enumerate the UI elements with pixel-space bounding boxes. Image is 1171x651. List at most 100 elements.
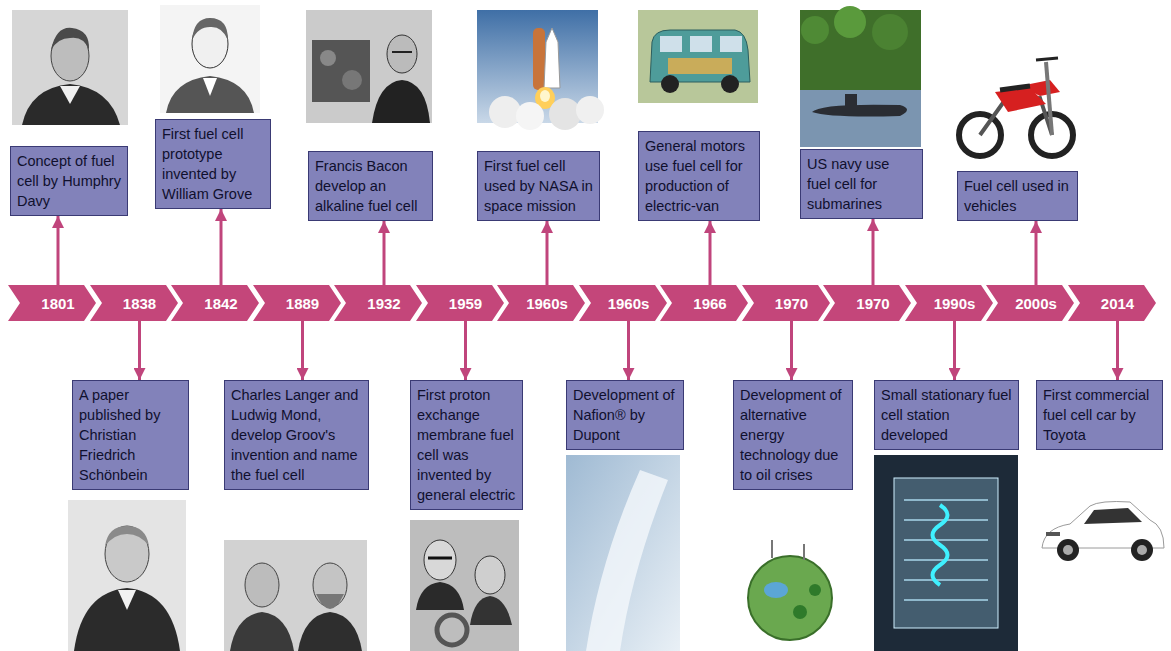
year-chevron: 1801 [8, 285, 96, 321]
year-label: 1966 [693, 295, 726, 312]
year-chevron: 2014 [1068, 285, 1156, 321]
year-label: 2014 [1101, 295, 1134, 312]
year-chevron: 1842 [171, 285, 259, 321]
submarine-photo [801, 16, 829, 44]
year-label: 1889 [286, 295, 319, 312]
chevron-shape [823, 285, 911, 321]
submarine-photo [834, 6, 866, 38]
year-label: 1970 [856, 295, 889, 312]
timeline-arrow [790, 321, 793, 380]
shuttle-launch-photo [533, 28, 545, 90]
bacon-photo [372, 80, 430, 123]
electric-van-picture [660, 36, 682, 52]
green-globe-picture [772, 540, 804, 560]
bacon-photo [342, 70, 362, 90]
shuttle-launch-photo [540, 90, 550, 102]
toyota-car-photo [1042, 502, 1164, 562]
event-box: Development of Nafion® by Dupont [566, 380, 684, 450]
fuel-cell-stack-photo [904, 500, 988, 600]
fuel-cell-stack-photo [874, 455, 1018, 651]
davy-portrait [51, 28, 89, 50]
davy-portrait [12, 10, 128, 125]
motorbike-photo [955, 10, 1078, 165]
submarine-photo [845, 94, 857, 106]
davy-portrait [12, 10, 128, 125]
general-electric-photo [475, 556, 505, 594]
timeline-arrow [464, 321, 467, 380]
langer-mond-portrait [224, 540, 367, 651]
timeline-arrow [220, 209, 223, 285]
event-box: First fuel cell prototype invented by Wi… [155, 119, 271, 209]
event-text: Development of alternative energy techno… [740, 385, 846, 485]
chevron-shape [660, 285, 748, 321]
chevron-shape [905, 285, 993, 321]
event-box: Francis Bacon develop an alkaline fuel c… [308, 151, 433, 221]
chevron-shape [497, 285, 585, 321]
year-chevron: 1932 [334, 285, 422, 321]
electric-van-picture [721, 75, 739, 93]
year-label: 1932 [367, 295, 400, 312]
chevron-shape [253, 285, 341, 321]
event-text: Concept of fuel cell by Humphry Davy [17, 151, 121, 211]
year-label: 1990s [934, 295, 976, 312]
event-text: Charles Langer and Ludwig Mond, develop … [231, 385, 362, 485]
fuel-cell-stack-photo [894, 478, 998, 628]
schonbein-portrait [118, 590, 136, 610]
shuttle-launch-photo [544, 28, 560, 88]
event-text: First commercial fuel cell car by Toyota [1043, 385, 1156, 445]
toyota-car-photo [1131, 539, 1153, 561]
grove-engraving [160, 5, 260, 113]
year-chevron: 1889 [253, 285, 341, 321]
motorbike-photo [1000, 86, 1030, 90]
bacon-photo [387, 35, 417, 73]
event-text: Francis Bacon develop an alkaline fuel c… [315, 156, 426, 216]
event-box: General motors use fuel cell for product… [638, 131, 760, 221]
event-text: Fuel cell used in vehicles [964, 176, 1071, 216]
event-text: First fuel cell prototype invented by Wi… [162, 124, 264, 204]
timeline-arrow [546, 221, 549, 285]
event-box: US navy use fuel cell for submarines [800, 149, 923, 219]
submarine-photo [800, 90, 921, 147]
bacon-photo [320, 50, 336, 66]
toyota-car-photo [1084, 508, 1142, 524]
general-electric-photo [470, 596, 512, 625]
langer-mond-portrait [224, 540, 367, 651]
general-electric-photo [424, 540, 456, 580]
event-box: Fuel cell used in vehicles [957, 171, 1078, 221]
nafion-film-photo [566, 455, 680, 651]
submarine-photo [812, 105, 907, 117]
green-globe-picture [809, 584, 821, 596]
green-globe-picture [764, 582, 788, 598]
bacon-photo [306, 10, 432, 123]
general-electric-photo [410, 520, 519, 651]
event-box: First commercial fuel cell car by Toyota [1036, 380, 1163, 450]
shuttle-launch-photo [516, 102, 544, 130]
year-chevron: 1970 [823, 285, 911, 321]
langer-mond-portrait [298, 612, 362, 651]
nafion-film-photo [566, 455, 680, 651]
fuel-cell-stack-photo [874, 455, 1018, 651]
timeline-arrow [1035, 221, 1038, 285]
year-chevron: 1990s [905, 285, 993, 321]
event-text: First fuel cell used by NASA in space mi… [484, 156, 593, 216]
event-box: A paper published by Christian Friedrich… [72, 380, 189, 490]
electric-van-picture [638, 10, 758, 103]
green-globe-picture [748, 540, 832, 640]
year-label: 1838 [123, 295, 156, 312]
chevron-shape [742, 285, 830, 321]
bacon-photo [306, 10, 432, 123]
langer-mond-portrait [230, 612, 294, 651]
year-label: 1960s [608, 295, 650, 312]
year-label: 2000s [1015, 295, 1057, 312]
event-box: First proton exchange membrane fuel cell… [410, 380, 523, 510]
schonbein-portrait [68, 500, 186, 651]
langer-mond-portrait [316, 594, 344, 609]
motorbike-photo [955, 10, 1078, 165]
shuttle-launch-photo [549, 98, 581, 130]
event-box: First fuel cell used by NASA in space mi… [477, 151, 600, 221]
general-electric-photo [416, 582, 464, 610]
timeline-arrow [627, 321, 630, 380]
